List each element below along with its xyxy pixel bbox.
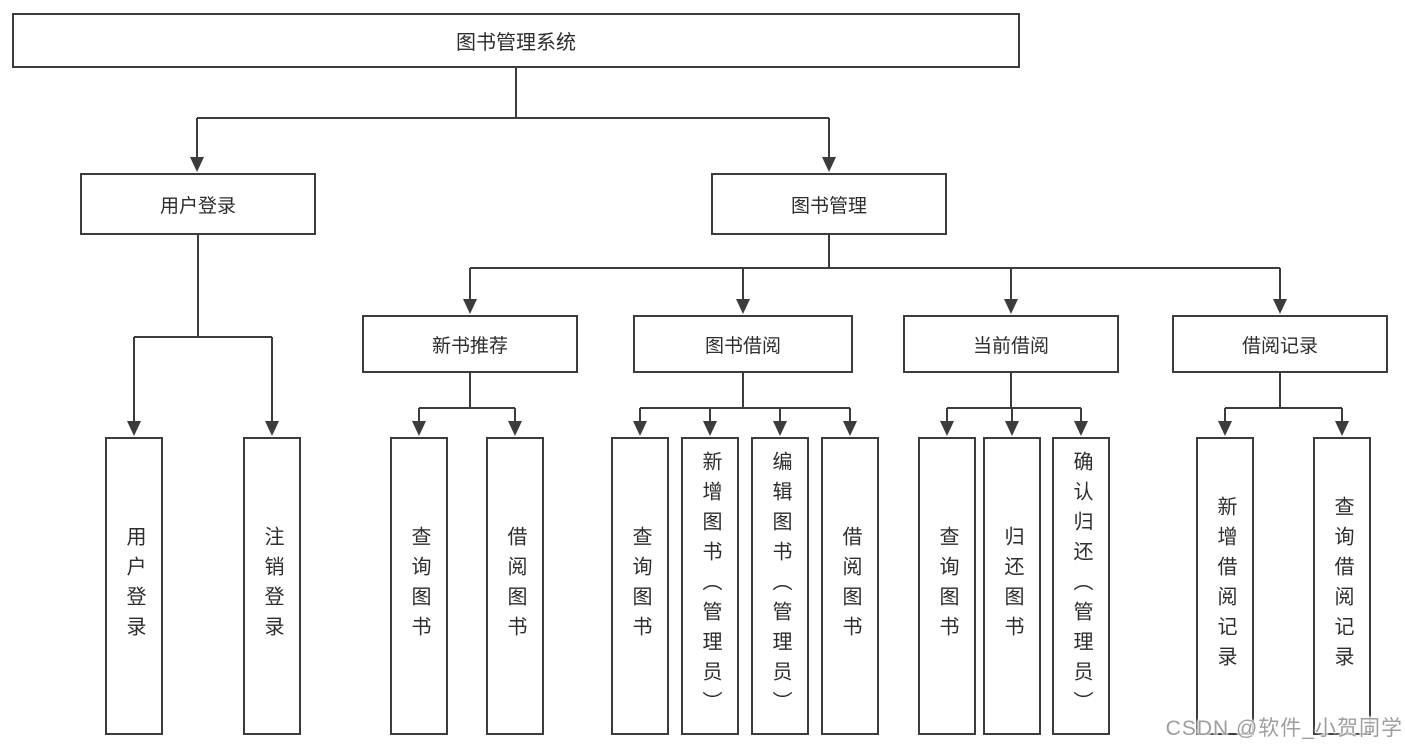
leaf-label: 注销登录 <box>261 526 283 646</box>
leaf-label: 查询借阅记录 <box>1331 496 1353 676</box>
leaf-query-books-current: 查询图书 <box>918 437 976 735</box>
leaf-add-book-admin: 新增图书（管理员） <box>681 437 739 735</box>
leaf-return-book: 归还图书 <box>983 437 1041 735</box>
leaf-label: 确认归还（管理员） <box>1070 451 1092 721</box>
leaf-label: 编辑图书（管理员） <box>769 451 791 721</box>
leaf-label: 归还图书 <box>1001 526 1023 646</box>
leaf-borrow-books-recommend: 借阅图书 <box>486 437 544 735</box>
leaf-label: 查询图书 <box>629 526 651 646</box>
leaf-query-books-borrow: 查询图书 <box>611 437 669 735</box>
csdn-watermark: CSDN @软件_小贺同学 <box>1165 717 1403 740</box>
node-borrow-records: 借阅记录 <box>1172 315 1388 373</box>
leaf-query-borrow-record: 查询借阅记录 <box>1313 437 1371 735</box>
leaf-add-borrow-record: 新增借阅记录 <box>1196 437 1254 735</box>
leaf-label: 借阅图书 <box>504 526 526 646</box>
node-book-borrow: 图书借阅 <box>633 315 853 373</box>
node-user-login: 用户登录 <box>80 173 316 235</box>
node-book-management: 图书管理 <box>711 173 947 235</box>
leaf-label: 新增图书（管理员） <box>699 451 721 721</box>
leaf-label: 查询图书 <box>936 526 958 646</box>
leaf-edit-book-admin: 编辑图书（管理员） <box>751 437 809 735</box>
leaf-label: 新增借阅记录 <box>1214 496 1236 676</box>
node-new-book-recommend: 新书推荐 <box>362 315 578 373</box>
leaf-query-books-recommend: 查询图书 <box>390 437 448 735</box>
leaf-label: 借阅图书 <box>839 526 861 646</box>
leaf-logout: 注销登录 <box>243 437 301 735</box>
leaf-borrow-books: 借阅图书 <box>821 437 879 735</box>
leaf-label: 用户登录 <box>123 526 145 646</box>
leaf-confirm-return-admin: 确认归还（管理员） <box>1052 437 1110 735</box>
node-current-borrow: 当前借阅 <box>903 315 1119 373</box>
node-library-system: 图书管理系统 <box>12 13 1020 68</box>
leaf-user-login: 用户登录 <box>105 437 163 735</box>
leaf-label: 查询图书 <box>408 526 430 646</box>
